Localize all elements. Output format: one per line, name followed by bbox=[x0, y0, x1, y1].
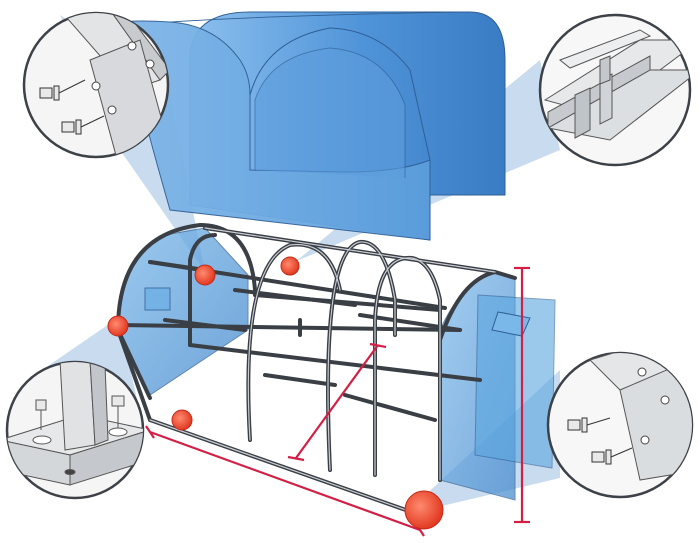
detail-callout-base-plate bbox=[5, 360, 145, 500]
joint-marker-base-left bbox=[171, 409, 193, 431]
bolt-2 bbox=[61, 115, 105, 135]
detail-callout-corner-bolts bbox=[546, 351, 694, 499]
detail-callout-profile bbox=[538, 13, 692, 167]
cover-door-opening bbox=[254, 47, 406, 178]
joint-marker-roof-mid bbox=[280, 256, 300, 276]
brace-5 bbox=[233, 288, 357, 307]
cover-exploded bbox=[119, 11, 506, 241]
joint-markers bbox=[107, 256, 444, 530]
right-door-panel bbox=[474, 294, 556, 469]
bolt-1 bbox=[39, 79, 86, 101]
corner-bolt-2 bbox=[591, 447, 633, 465]
arch-rear-left bbox=[188, 233, 217, 347]
arch-3-highlight bbox=[327, 241, 396, 471]
brace-2 bbox=[263, 373, 337, 387]
brace-6 bbox=[358, 313, 462, 332]
greenhouse-frame bbox=[116, 222, 556, 517]
frame-highlights bbox=[149, 227, 496, 516]
cover-middle-seam bbox=[249, 27, 431, 161]
joint-marker-base-front bbox=[404, 490, 444, 530]
dimension-length bbox=[145, 425, 425, 537]
dimension-height bbox=[514, 266, 530, 524]
detail-callout-bolt-bracket bbox=[22, 11, 170, 159]
dimension-width bbox=[287, 342, 387, 462]
brace-7 bbox=[163, 318, 247, 332]
brace-3 bbox=[343, 393, 437, 422]
rail-base-left bbox=[116, 328, 152, 422]
rail-top-highlight bbox=[204, 227, 496, 273]
arch-4-highlight bbox=[374, 257, 441, 481]
cover-top-seam bbox=[169, 11, 471, 23]
dimension-lines bbox=[145, 266, 530, 537]
joint-marker-roof-left bbox=[194, 264, 216, 286]
rail-base-front-highlight bbox=[149, 419, 421, 516]
brace-1 bbox=[148, 260, 207, 272]
left-vent-window bbox=[144, 287, 171, 311]
rail-mid-front bbox=[118, 323, 462, 332]
corner-bolt-1 bbox=[567, 417, 611, 433]
arch-2-highlight bbox=[247, 243, 341, 441]
joint-marker-side-left bbox=[107, 315, 129, 337]
rail-base-back bbox=[188, 343, 482, 382]
arch-front-left bbox=[116, 222, 257, 332]
